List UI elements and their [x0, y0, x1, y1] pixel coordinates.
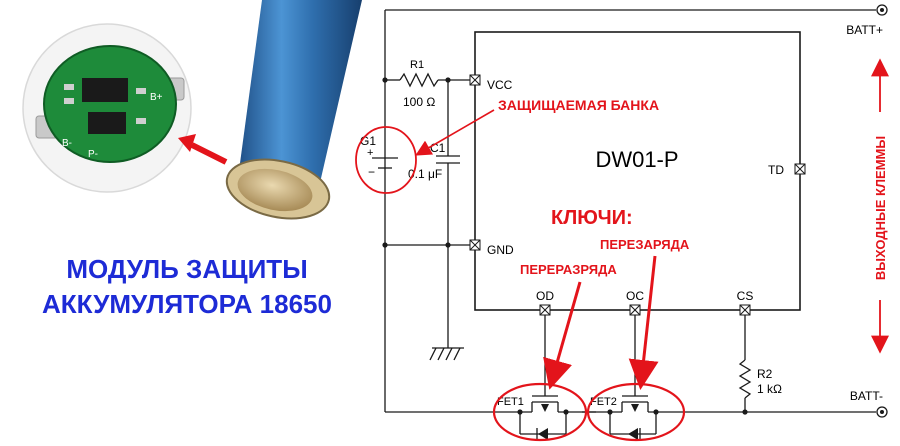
- pin-vcc-marker: [469, 74, 481, 86]
- fet2-symbol: [607, 395, 659, 440]
- r2-resistor: [738, 359, 752, 399]
- overcharge-arrow: [628, 255, 659, 390]
- batt-plus-label: BATT+: [846, 23, 883, 37]
- pcb-board: [43, 45, 177, 163]
- protection-chip-photo: [82, 78, 128, 102]
- pin-td-marker: [794, 163, 806, 175]
- pcb-label-pminus: P-: [88, 149, 98, 160]
- keys-label: КЛЮЧИ:: [551, 207, 633, 229]
- annotations: ЗАЩИЩАЕМАЯ БАНКА КЛЮЧИ: ПЕРЕЗАРЯДА ПЕРЕР…: [355, 58, 889, 442]
- svg-text:−: −: [368, 165, 375, 179]
- pin-label-od: OD: [536, 289, 554, 303]
- overdischarge-arrow: [543, 281, 582, 390]
- module-title-line2: АККУМУЛЯТОРА 18650: [42, 289, 332, 319]
- r1-resistor: [399, 72, 439, 88]
- protected-cell-label: ЗАЩИЩАЕМАЯ БАНКА: [498, 97, 659, 113]
- dw01p-chip: [474, 31, 801, 311]
- pin-label-vcc: VCC: [487, 78, 513, 92]
- protected-cell-arrow: [415, 109, 495, 156]
- batt-minus-label: BATT-: [850, 389, 883, 403]
- c1-value: 0.1 μF: [408, 167, 442, 181]
- pin-label-oc: OC: [626, 289, 644, 303]
- pcb-label-bminus: B-: [62, 138, 72, 149]
- pin-gnd-marker: [469, 239, 481, 251]
- r1-value: 100 Ω: [403, 95, 435, 109]
- chip-name: DW01-P: [595, 147, 678, 172]
- pin-label-cs: CS: [737, 289, 754, 303]
- fet1-name: FET1: [497, 396, 524, 408]
- r1-name: R1: [410, 59, 424, 71]
- pin-cs-marker: [739, 304, 751, 316]
- pcb-label-bplus: B+: [150, 92, 163, 103]
- svg-text:+: +: [367, 147, 373, 159]
- photo-arrow: [190, 142, 228, 165]
- pin-od-marker: [539, 304, 551, 316]
- schematic: + − DW01-P VCC GN: [360, 4, 888, 440]
- pin-label-gnd: GND: [487, 243, 514, 257]
- output-terminals-label: ВЫХОДНЫЕ КЛЕММЫ: [873, 136, 888, 280]
- r2-value: 1 kΩ: [757, 382, 782, 396]
- overdischarge-label: ПЕРЕРАЗРЯДА: [520, 262, 617, 277]
- module-title-line1: МОДУЛЬ ЗАЩИТЫ: [66, 254, 307, 284]
- fet1-highlight: [492, 382, 588, 442]
- fet1-symbol: [517, 395, 569, 440]
- battery-18650-photo: [225, 0, 362, 220]
- fet2-highlight: [586, 382, 686, 442]
- pin-oc-marker: [629, 304, 641, 316]
- g1-highlight: [355, 126, 417, 194]
- pin-label-td: TD: [768, 163, 784, 177]
- fet2-name: FET2: [590, 396, 617, 408]
- mosfet-chip-photo: [88, 112, 126, 134]
- pcb-photo: B+ P- B-: [22, 23, 192, 193]
- r2-name: R2: [757, 367, 773, 381]
- overcharge-label: ПЕРЕЗАРЯДА: [600, 237, 690, 252]
